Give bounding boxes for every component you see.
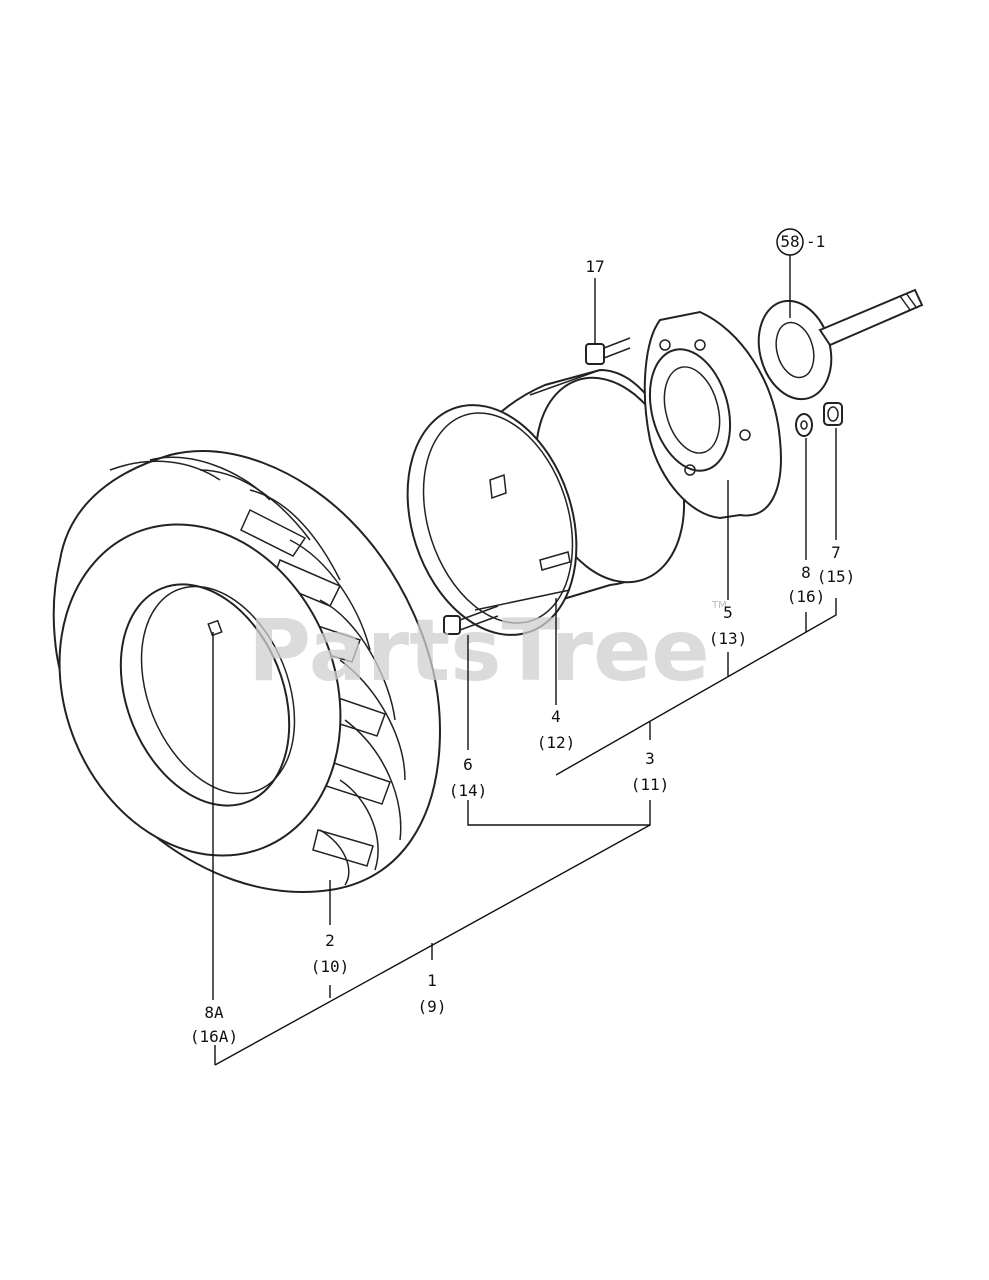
rim[interactable] [379,359,709,657]
callout-58: 58 [780,232,799,251]
callout-4[interactable]: 4 [551,707,561,726]
callout-8[interactable]: 8 [801,563,811,582]
leader-lines [212,255,837,1066]
callout-5[interactable]: 5 [723,603,733,622]
tire[interactable] [11,450,442,898]
callout-7[interactable]: 7 [831,543,841,562]
callout-17[interactable]: 17 [585,257,604,276]
axle-hub[interactable] [748,288,924,407]
nut[interactable] [823,402,843,426]
washer[interactable] [795,413,813,437]
rim-bolt[interactable] [443,605,499,635]
callout-2-ref: (10) [311,957,350,976]
callout-8a[interactable]: 8A [204,1003,224,1022]
callout-3-ref: (11) [631,775,670,794]
callout-8-ref: (16) [787,587,826,606]
hub-bolt[interactable] [585,337,631,365]
callout-1[interactable]: 1 [427,971,437,990]
callout-58-suffix: -1 [806,232,825,251]
callout-6[interactable]: 6 [463,755,473,774]
callout-4-ref: (12) [537,733,576,752]
callout-1-ref: (9) [418,997,447,1016]
callout-circle [776,228,804,256]
callout-5-ref: (13) [709,629,748,648]
callout-6-ref: (14) [449,781,488,800]
callout-3[interactable]: 3 [645,749,655,768]
watermark-text: PartsTree [248,601,710,701]
watermark-trademark: TM [711,600,727,611]
callout-58-1[interactable]: 58 -1 [776,228,825,256]
callout-2[interactable]: 2 [325,931,335,950]
callout-7-ref: (15) [817,567,856,586]
callout-8a-ref: (16A) [190,1027,238,1046]
center-disc[interactable] [637,310,782,520]
